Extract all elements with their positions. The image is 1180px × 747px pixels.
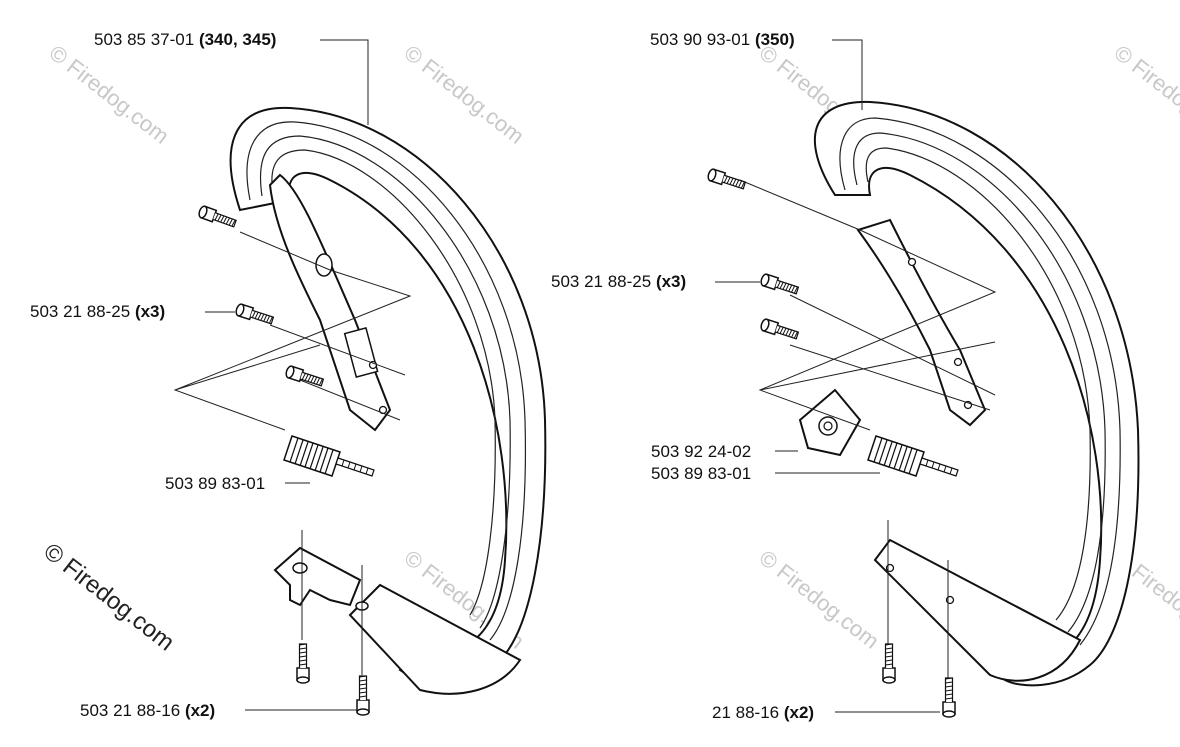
part-number: 503 21 88-25: [551, 272, 652, 291]
model-note: (340, 345): [198, 30, 277, 49]
vibration-spring-icon: [283, 435, 375, 477]
label-left-screws: 503 21 88-25 (x3): [30, 302, 165, 322]
handle-bar-icon: [229, 106, 547, 695]
screw-icon: [759, 272, 800, 297]
quantity: (x3): [655, 272, 687, 291]
quantity: (x2): [184, 701, 216, 720]
screw-icon: [284, 364, 325, 389]
part-number: 503 21 88-25: [30, 302, 131, 321]
handle-bar-icon: [813, 100, 1140, 687]
label-left-handle: 503 85 37-01 (340, 345): [94, 30, 276, 50]
part-number: 503 90 93-01: [650, 30, 751, 49]
part-number: 503 89 83-01: [165, 474, 266, 493]
screw-icon: [196, 204, 238, 231]
label-right-screws: 503 21 88-25 (x3): [551, 272, 686, 292]
model-note: (350): [754, 30, 795, 49]
label-right-bracket: 503 92 24-02: [651, 442, 751, 462]
label-left-bottom-screws: 503 21 88-16 (x2): [80, 701, 215, 721]
label-right-bottom-screws: 21 88-16 (x2): [712, 703, 814, 723]
screw-icon: [356, 675, 370, 716]
part-number: 503 85 37-01: [94, 30, 195, 49]
part-number: 21 88-16: [712, 703, 780, 722]
screw-icon: [942, 677, 956, 718]
screw-icon: [234, 302, 275, 327]
screw-icon: [882, 643, 896, 684]
quantity: (x3): [134, 302, 166, 321]
part-number: 503 21 88-16: [80, 701, 181, 720]
screw-icon: [759, 317, 800, 342]
screw-icon: [296, 643, 310, 684]
label-right-handle: 503 90 93-01 (350): [650, 30, 795, 50]
quantity: (x2): [783, 703, 815, 722]
part-number: 503 92 24-02: [651, 442, 752, 461]
bracket-icon: [798, 388, 862, 457]
part-number: 503 89 83-01: [651, 464, 752, 483]
leader-lines-left: [173, 39, 412, 711]
vibration-spring-icon: [867, 435, 959, 477]
label-right-buffer: 503 89 83-01: [651, 464, 751, 484]
leader-lines-right: [715, 39, 997, 713]
label-left-buffer: 503 89 83-01: [165, 474, 265, 494]
